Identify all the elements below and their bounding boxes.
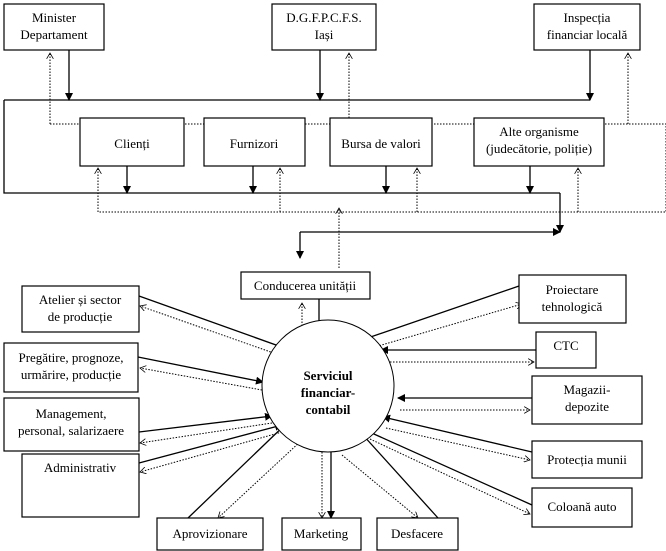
label: Inspecția bbox=[564, 10, 611, 25]
box-magazii: Magazii- depozite bbox=[531, 375, 643, 425]
connectors bbox=[3, 50, 666, 519]
label: Coloană auto bbox=[548, 499, 617, 514]
box-clienti: Clienți bbox=[79, 117, 185, 167]
label: Furnizori bbox=[230, 136, 279, 151]
box-marketing: Marketing bbox=[281, 517, 362, 551]
label: Departament bbox=[20, 27, 88, 42]
box-alte-organisme: Alte organisme (judecătorie, poliție) bbox=[473, 117, 605, 167]
label: Aprovizionare bbox=[172, 526, 247, 541]
label: financiar locală bbox=[547, 27, 628, 42]
label: Protecția munii bbox=[547, 452, 627, 467]
box-management: Management, personal, salarizaere bbox=[3, 397, 140, 452]
label: Management, bbox=[35, 406, 106, 421]
label: personal, salarizaere bbox=[18, 423, 124, 438]
label: de producție bbox=[48, 309, 113, 324]
box-furnizori: Furnizori bbox=[203, 117, 306, 167]
box-atelier: Atelier și sector de producție bbox=[21, 285, 140, 333]
box-ctc: CTC bbox=[535, 331, 597, 369]
label: CTC bbox=[553, 338, 578, 353]
label: Proiectare bbox=[546, 282, 599, 297]
label: (judecătorie, poliție) bbox=[486, 141, 592, 156]
label: financiar- bbox=[301, 385, 355, 400]
label: Atelier și sector bbox=[39, 292, 122, 307]
box-desfacere: Desfacere bbox=[376, 517, 459, 551]
label: urmărire, producție bbox=[21, 367, 122, 382]
box-minister: Minister Departament bbox=[3, 3, 105, 51]
box-coloana: Coloană auto bbox=[531, 487, 633, 528]
label: Magazii- bbox=[564, 382, 611, 397]
label: D.G.F.P.C.F.S. bbox=[286, 10, 362, 25]
box-aprovizionare: Aprovizionare bbox=[156, 517, 264, 551]
label: tehnologică bbox=[542, 299, 603, 314]
label: contabil bbox=[306, 402, 351, 417]
label: Pregătire, prognoze, bbox=[18, 350, 123, 365]
label: Conducerea unității bbox=[254, 278, 357, 293]
label: Administrativ bbox=[44, 460, 117, 475]
label: Marketing bbox=[294, 526, 349, 541]
box-conducerea: Conducerea unității bbox=[240, 271, 371, 300]
box-administrativ: Administrativ bbox=[21, 453, 140, 518]
box-proiectare: Proiectare tehnologică bbox=[518, 274, 627, 324]
circle-serviciul: Serviciul financiar- contabil bbox=[261, 319, 395, 453]
label: depozite bbox=[565, 399, 609, 414]
label: Desfacere bbox=[391, 526, 443, 541]
label: Iași bbox=[315, 27, 334, 42]
label: Alte organisme bbox=[499, 124, 579, 139]
label: Bursa de valori bbox=[341, 136, 421, 151]
box-dgfp: D.G.F.P.C.F.S. Iași bbox=[271, 3, 377, 51]
box-protectia: Protecția munii bbox=[531, 440, 643, 479]
box-inspectia: Inspecția financiar locală bbox=[533, 3, 641, 51]
label: Serviciul bbox=[303, 368, 352, 383]
label: Clienți bbox=[114, 136, 150, 151]
label: Minister bbox=[32, 10, 77, 25]
box-pregatire: Pregătire, prognoze, urmărire, producție bbox=[3, 342, 139, 393]
box-bursa: Bursa de valori bbox=[329, 117, 433, 167]
